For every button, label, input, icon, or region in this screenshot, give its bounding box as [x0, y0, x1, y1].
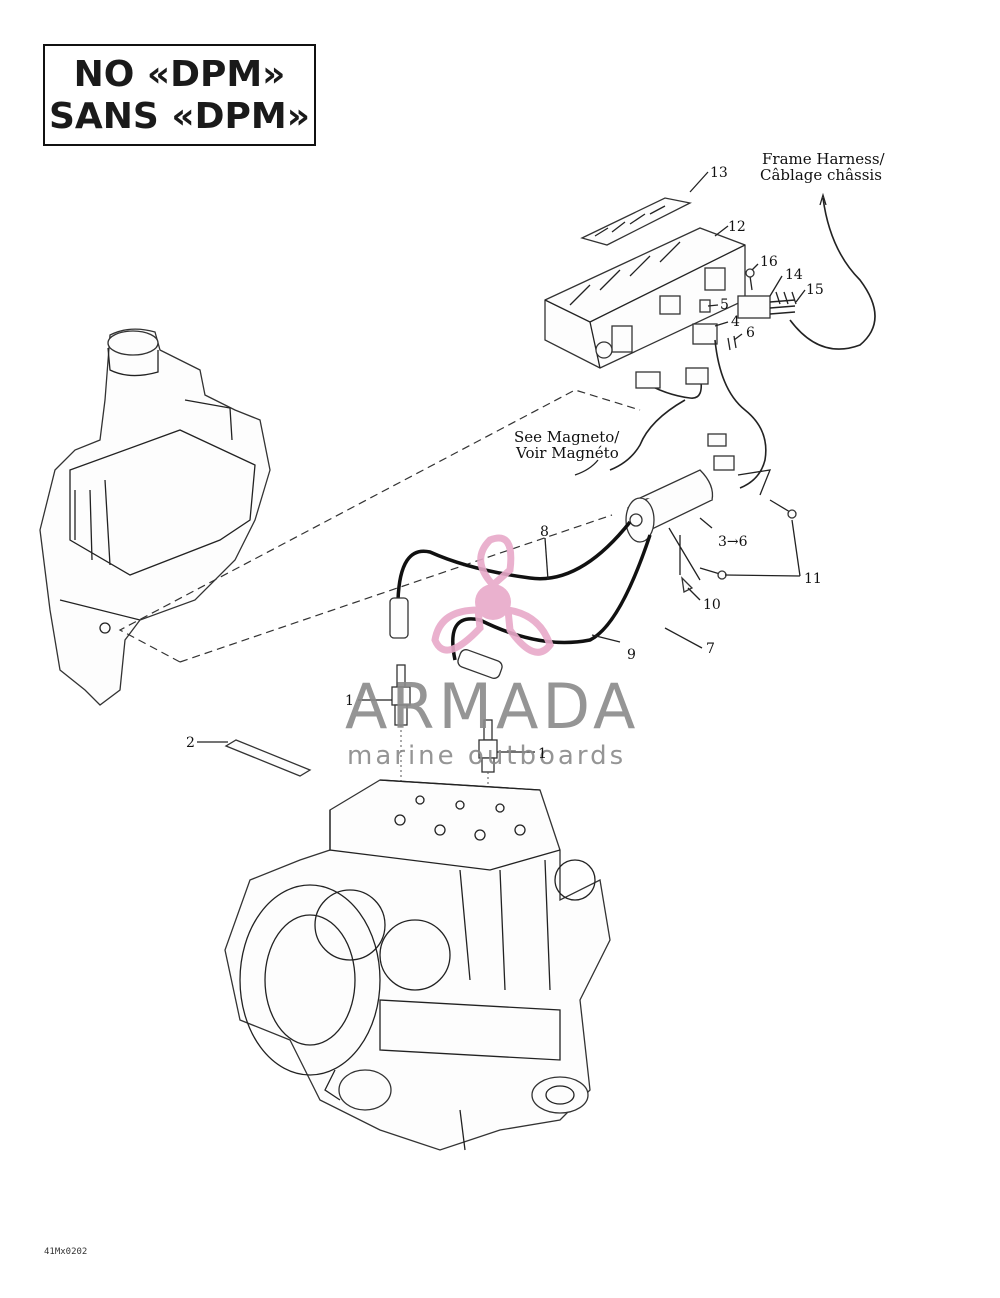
callout-5: 5	[720, 297, 729, 313]
callout-1a: 1	[345, 693, 354, 709]
spark-plug-caps	[389, 597, 503, 679]
frame-harness-wire	[789, 197, 876, 350]
dashed-guide-1	[118, 389, 641, 663]
callout-2: 2	[186, 735, 195, 751]
header-line-2: SANS «DPM»	[49, 96, 310, 137]
callout-16: 16	[760, 254, 778, 270]
drawing-code: 41Mx0202	[44, 1247, 87, 1257]
watermark-subtitle: marine outboards	[347, 741, 626, 771]
connector-block	[737, 268, 797, 319]
callout-8: 8	[540, 524, 549, 540]
callout-3-6: 3→6	[718, 534, 748, 550]
header-line-1: NO «DPM»	[73, 54, 286, 95]
callout-15: 15	[806, 282, 824, 298]
callout-11: 11	[804, 571, 822, 587]
callout-14: 14	[785, 267, 803, 283]
watermark-title: ARMADA	[345, 670, 639, 743]
callout-13: 13	[710, 165, 728, 181]
dashed-guide-2	[179, 514, 613, 663]
decal	[580, 197, 692, 246]
callout-10: 10	[703, 597, 721, 613]
ignition-coil	[625, 433, 797, 593]
callout-1b: 1	[538, 746, 547, 762]
frame-harness-label-1: Frame Harness/	[762, 150, 886, 168]
small-connectors	[692, 299, 737, 351]
callout-9: 9	[627, 647, 636, 663]
header-box: NO «DPM» SANS «DPM»	[43, 44, 316, 146]
spark-plug-wire-8	[396, 520, 632, 601]
oil-tank	[39, 328, 271, 706]
frame-harness-label-2: Câblage châssis	[760, 166, 882, 184]
spark-plugs	[391, 664, 498, 773]
engine	[224, 779, 611, 1151]
sticker	[224, 739, 312, 777]
see-magneto-label-2: Voir Magnéto	[515, 444, 619, 462]
callout-7: 7	[706, 641, 715, 657]
callout-4: 4	[731, 314, 740, 330]
callout-12: 12	[728, 219, 746, 235]
armada-watermark: ARMADA marine outboards	[345, 534, 639, 771]
electrical-box	[544, 227, 746, 369]
propeller-logo	[431, 534, 554, 656]
harness-wire-down	[714, 339, 767, 489]
callout-6: 6	[746, 325, 755, 341]
leader-lines	[197, 171, 806, 753]
see-magneto-label-1: See Magneto/	[514, 428, 620, 446]
